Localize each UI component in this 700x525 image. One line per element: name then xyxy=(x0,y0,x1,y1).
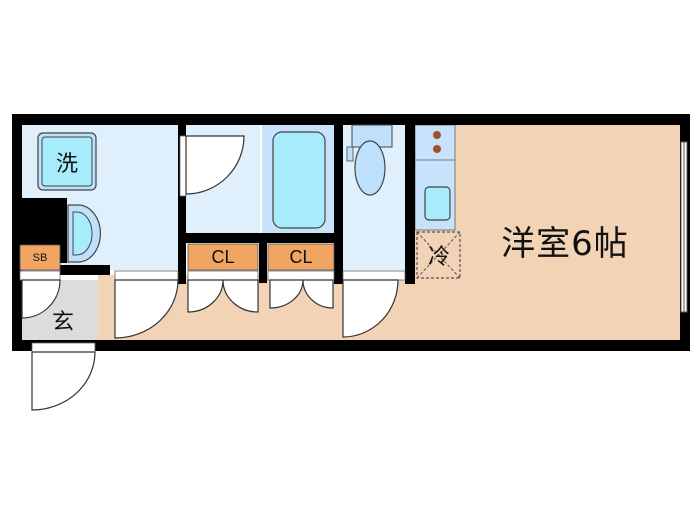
main-room-floor xyxy=(415,125,680,345)
shoe-box-label: SB xyxy=(32,252,48,264)
stove-burner xyxy=(433,131,441,139)
closet-1-label: CL xyxy=(211,246,235,267)
doors xyxy=(19,135,406,411)
kitchen-sink xyxy=(424,186,451,221)
closet-2 xyxy=(267,243,335,271)
fridge-space xyxy=(416,231,461,279)
washer-label: 洗 xyxy=(55,152,78,177)
shoe-box xyxy=(19,244,61,271)
entrance-label: 玄 xyxy=(51,310,74,335)
toilet-bowl xyxy=(354,140,386,196)
closet-2-label: CL xyxy=(289,246,313,267)
main-room-label: 洋室6帖 xyxy=(501,223,629,264)
stove-burner xyxy=(433,145,441,153)
fridge-label: 冷 xyxy=(427,245,450,270)
closet-1 xyxy=(187,243,259,271)
bathtub-fixture xyxy=(272,131,326,229)
